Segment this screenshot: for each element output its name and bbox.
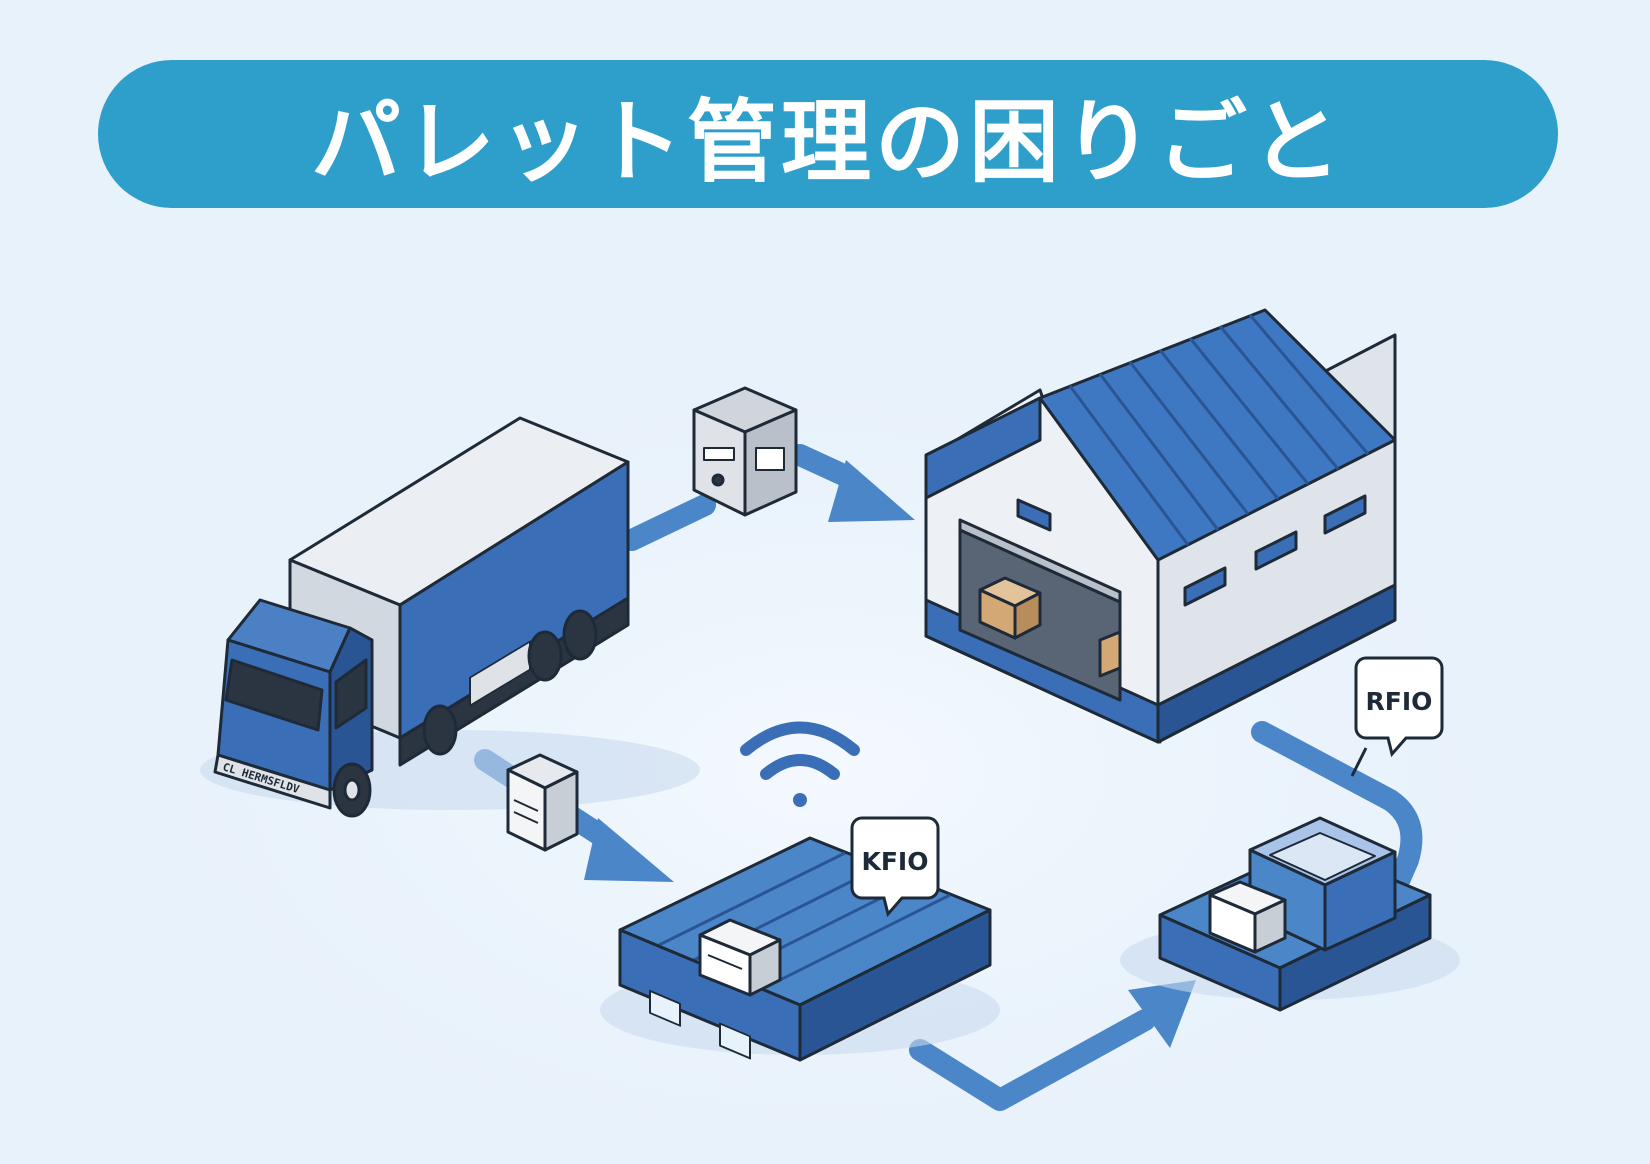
kfio-tag: KFIO	[850, 816, 940, 918]
kfio-tag-label: KFIO	[861, 847, 928, 876]
page-title: パレット管理の困りごと	[311, 90, 1345, 195]
crate-pallet	[1120, 816, 1460, 1012]
rfio-tag: RFIO	[1350, 656, 1444, 777]
arrowhead-crate	[1128, 980, 1196, 1048]
arrow-box-to-warehouse	[789, 444, 861, 489]
warehouse	[924, 308, 1397, 744]
arrow-truck-to-box	[621, 494, 716, 551]
roof-front-edge	[924, 396, 1042, 500]
arrow-pallet-to-crate	[909, 1009, 1156, 1111]
kfio-tag-bubble	[850, 816, 940, 918]
truck: CL HERMSFLDV	[200, 416, 700, 818]
rfio-tag-label: RFIO	[1366, 687, 1433, 716]
wifi-icon	[740, 721, 860, 807]
control-box-top	[692, 386, 798, 517]
small-box	[506, 753, 579, 852]
arrow-warehouse-to-crate	[1251, 721, 1423, 901]
window	[1016, 498, 1052, 532]
pallet-side	[798, 908, 992, 1062]
arrow-heads	[584, 460, 1196, 1048]
crate-side	[1323, 850, 1397, 952]
rfio-tag-bubble	[1354, 656, 1444, 758]
bumper	[213, 753, 332, 810]
arrowhead-warehouse	[828, 460, 915, 522]
title-banner: パレット管理の困りごと	[98, 60, 1558, 208]
arrowhead-pallet	[584, 818, 674, 882]
windshield	[224, 658, 324, 732]
